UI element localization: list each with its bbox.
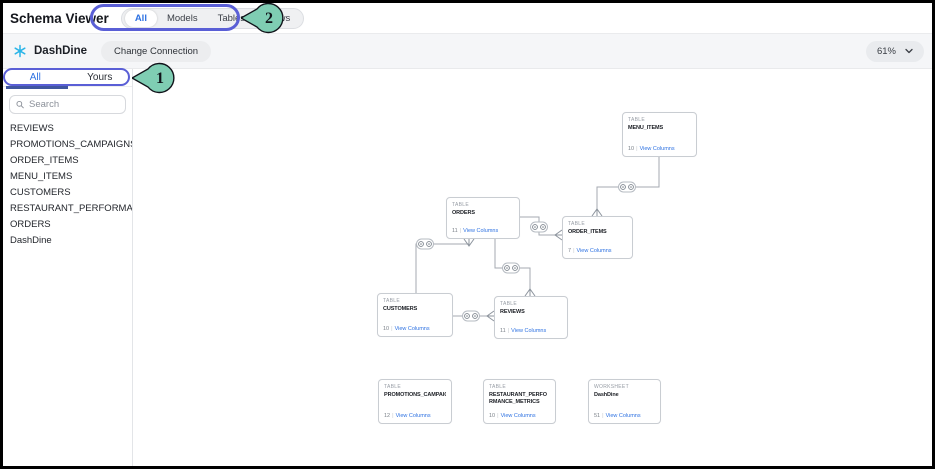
- table-kind-label: TABLE: [489, 384, 506, 390]
- column-count: 11: [452, 228, 458, 234]
- sidebar-tab-all[interactable]: All: [29, 72, 41, 83]
- view-columns-link[interactable]: View Columns: [500, 413, 536, 419]
- diagram-table-menu-items[interactable]: TABLE MENU_ITEMS 10|View Columns: [622, 112, 697, 157]
- diagram-table-orders[interactable]: TABLE ORDERS 11|View Columns: [446, 197, 520, 239]
- list-item-orders[interactable]: ORDERS: [10, 219, 51, 230]
- diagram-table-customers[interactable]: TABLE CUSTOMERS 10|View Columns: [377, 293, 453, 337]
- column-count: 10: [489, 413, 496, 419]
- divider: |: [392, 413, 394, 419]
- table-kind-label: TABLE: [628, 117, 645, 123]
- column-count: 10: [628, 146, 635, 152]
- table-kind-label: TABLE: [452, 202, 469, 208]
- tab-tables[interactable]: Tables: [217, 12, 246, 24]
- zoom-level-value: 61%: [876, 45, 896, 57]
- column-count: 7: [568, 248, 572, 254]
- divider: |: [391, 326, 393, 332]
- list-item-restaurant-performance-metrics[interactable]: RESTAURANT_PERFORMANCE_METRICS: [10, 203, 132, 214]
- change-connection-button[interactable]: Change Connection: [101, 40, 212, 62]
- active-tab-indicator: [6, 86, 68, 89]
- list-item-promotions-campaigns[interactable]: PROMOTIONS_CAMPAIGNS: [10, 139, 132, 150]
- top-bar: Schema Viewer All Models Tables Views: [3, 3, 932, 33]
- search-icon: [16, 100, 24, 109]
- table-name: REVIEWS: [500, 309, 525, 315]
- diagram-table-reviews[interactable]: TABLE REVIEWS 11|View Columns: [494, 296, 568, 339]
- diagram-table-promotions-campaigns[interactable]: TABLE PROMOTIONS_CAMPAIGNS 12|View Colum…: [378, 379, 452, 424]
- tab-all[interactable]: All: [124, 9, 157, 27]
- connection-brand: DashDine: [13, 44, 87, 58]
- connector-menu-items-order-items: [596, 157, 660, 209]
- view-mode-switcher: All Models Tables Views: [120, 7, 305, 29]
- column-count: 11: [500, 328, 506, 334]
- tab-views[interactable]: Views: [265, 12, 291, 24]
- search-input[interactable]: [29, 99, 119, 110]
- view-columns-link[interactable]: View Columns: [395, 413, 431, 419]
- table-list: REVIEWS PROMOTIONS_CAMPAIGNS ORDER_ITEMS…: [3, 121, 132, 249]
- column-count: 10: [383, 326, 390, 332]
- diagram-table-order-items[interactable]: TABLE ORDER_ITEMS 7|View Columns: [562, 216, 633, 259]
- list-item-order-items[interactable]: ORDER_ITEMS: [10, 155, 79, 166]
- snowflake-icon: [14, 44, 26, 58]
- table-name: MENU_ITEMS: [628, 125, 664, 131]
- list-item-menu-items[interactable]: MENU_ITEMS: [10, 171, 73, 182]
- divider: |: [636, 146, 638, 152]
- chevron-down-icon: [905, 48, 913, 54]
- view-columns-link[interactable]: View Columns: [605, 413, 641, 419]
- divider: |: [459, 228, 462, 234]
- connection-name: DashDine: [34, 45, 88, 57]
- list-item-reviews[interactable]: REVIEWS: [10, 123, 54, 134]
- table-name: CUSTOMERS: [383, 306, 418, 312]
- sidebar-tab-yours[interactable]: Yours: [87, 72, 113, 83]
- divider: |: [507, 328, 510, 334]
- table-name: DashDine: [594, 392, 619, 398]
- divider: |: [573, 248, 575, 254]
- tab-models[interactable]: Models: [166, 12, 198, 24]
- table-kind-label: WORKSHEET: [594, 384, 629, 390]
- list-item-dashdine[interactable]: DashDine: [10, 235, 52, 246]
- table-kind-label: TABLE: [384, 384, 401, 390]
- connector-orders-order-items: [520, 216, 555, 236]
- column-count: 51: [594, 413, 601, 419]
- schema-sidebar: All Yours REVIEWS PROMOTIONS_CAMPAIGNS O…: [3, 69, 133, 466]
- list-item-customers[interactable]: CUSTOMERS: [10, 187, 71, 198]
- schema-diagram-canvas[interactable]: TABLE MENU_ITEMS 10|View Columns TABLE O…: [133, 69, 932, 466]
- view-columns-link[interactable]: View Columns: [394, 326, 430, 332]
- table-name: ORDERS: [452, 210, 475, 216]
- table-name: PROMOTIONS_CAMPAIGNS: [384, 392, 446, 398]
- diagram-worksheet-dashdine[interactable]: WORKSHEET DashDine 51|View Columns: [588, 379, 661, 424]
- table-name: RESTAURANT_PERFORMANCE_METRICS: [489, 392, 547, 405]
- diagram-table-restaurant-performance-metrics[interactable]: TABLE RESTAURANT_PERFORMANCE_METRICS 10|…: [483, 379, 556, 424]
- view-columns-link[interactable]: View Columns: [511, 328, 547, 334]
- sidebar-tabs: All Yours: [3, 69, 132, 89]
- page-title: Schema Viewer: [10, 10, 109, 26]
- view-columns-link[interactable]: View Columns: [639, 146, 675, 152]
- table-name: ORDER_ITEMS: [568, 229, 607, 235]
- table-kind-label: TABLE: [500, 301, 517, 307]
- divider: |: [602, 413, 604, 419]
- connector-orders-reviews: [494, 239, 531, 289]
- view-columns-link[interactable]: View Columns: [576, 248, 612, 254]
- table-kind-label: TABLE: [568, 221, 585, 227]
- column-count: 12: [384, 413, 391, 419]
- table-kind-label: TABLE: [383, 298, 400, 304]
- search-box[interactable]: [9, 95, 126, 114]
- zoom-level-dropdown[interactable]: 61%: [865, 40, 924, 62]
- view-columns-link[interactable]: View Columns: [463, 228, 499, 234]
- connector-customers-orders: [415, 243, 470, 293]
- divider: |: [497, 413, 499, 419]
- connection-bar: DashDine Change Connection 61%: [3, 33, 932, 69]
